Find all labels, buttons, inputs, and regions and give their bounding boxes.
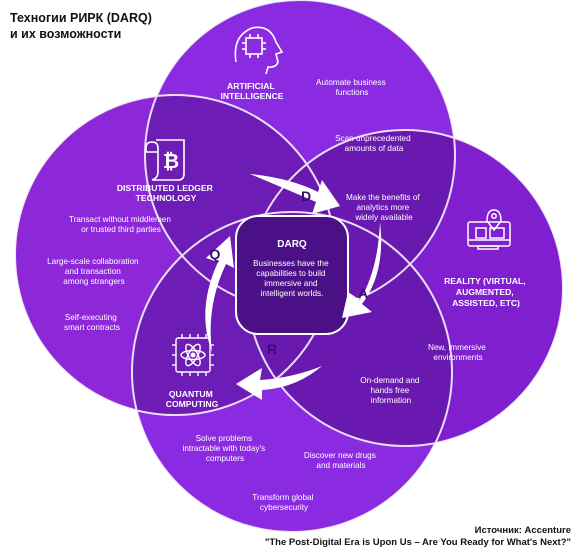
ai-head-chip-icon <box>234 26 284 75</box>
arrow-q-letter: Q <box>210 246 221 262</box>
ai-heading-line: ARTIFICIAL <box>227 81 275 91</box>
arrow-d-letter: D <box>301 188 311 204</box>
page-title: Техногии РИРК (DARQ) и их возможности <box>10 10 152 42</box>
center-text: Businesses have the capabilities to buil… <box>253 259 331 298</box>
quantum-heading-line: QUANTUM <box>169 389 213 399</box>
svg-text:₿: ₿ <box>163 151 179 173</box>
title-line-2: и их возможности <box>10 27 122 41</box>
center-line: immersive and <box>264 279 318 288</box>
dlt-item: Large-scale collaboration and transactio… <box>47 257 141 286</box>
reality-heading-line: ASSISTED, ETC) <box>452 298 520 308</box>
dlt-heading-line: DISTRIBUTED LEDGER <box>117 183 214 193</box>
dlt-item: Self-executing smart contracts <box>64 313 120 332</box>
arrow-d <box>250 174 340 214</box>
title-line-1: Техногии РИРК (DARQ) <box>10 11 152 25</box>
quantum-item: Transform global cybersecurity <box>252 493 315 512</box>
reality-item: On-demand and hands free information <box>360 376 421 405</box>
arrow-a-letter: A <box>358 285 368 301</box>
ai-heading-line: INTELLIGENCE <box>220 91 283 101</box>
quantum-heading-line: COMPUTING <box>166 399 219 409</box>
quantum-item: Discover new drugs and materials <box>304 451 378 470</box>
bitcoin-scroll-icon: ₿ <box>145 139 185 181</box>
ai-heading: ARTIFICIAL INTELLIGENCE <box>220 81 283 101</box>
source-line-1: Источник: Accenture <box>474 525 571 536</box>
center-line: capabilities to build <box>256 269 326 278</box>
quantum-item: Solve problems intractable with today's … <box>183 434 268 463</box>
dlt-heading: DISTRIBUTED LEDGER TECHNOLOGY <box>117 183 215 203</box>
quantum-heading: QUANTUM COMPUTING <box>166 389 219 409</box>
dlt-heading-line: TECHNOLOGY <box>136 193 197 203</box>
ai-item: Scan unprecedented amounts of data <box>335 134 413 153</box>
dlt-item: Transact without middlemen or trusted th… <box>69 215 173 234</box>
arrow-a <box>342 222 382 318</box>
reality-heading: REALITY (VIRTUAL, AUGMENTED, ASSISTED, E… <box>444 276 528 308</box>
reality-heading-line: REALITY (VIRTUAL, <box>444 276 525 286</box>
reality-heading-line: AUGMENTED, <box>456 287 514 297</box>
devices-location-icon <box>467 209 511 250</box>
arrow-r <box>236 366 322 400</box>
source-line-2: "The Post-Digital Era is Upon Us – Are Y… <box>264 537 571 548</box>
center-heading: DARQ <box>277 239 307 250</box>
source-note: Источник: Accenture "The Post-Digital Er… <box>265 525 571 549</box>
center-line: Businesses have the <box>253 259 329 268</box>
center-panel <box>235 215 349 335</box>
ai-item: Automate business functions <box>316 78 388 97</box>
atom-chip-icon <box>172 334 214 376</box>
arrow-r-letter: R <box>267 341 277 357</box>
arrow-q <box>205 236 234 352</box>
ai-item: Make the benefits of analytics more wide… <box>346 193 422 222</box>
reality-item: New, immersive environments <box>428 343 488 362</box>
center-line: intelligent worlds. <box>261 289 324 298</box>
